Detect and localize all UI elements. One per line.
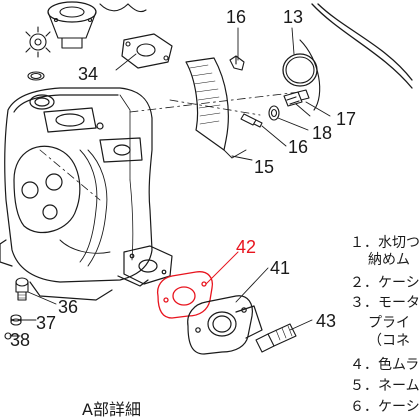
impeller <box>25 26 51 58</box>
callout-36: 36 <box>58 297 79 317</box>
small-o-ring <box>27 71 45 81</box>
leader-lines <box>9 27 331 337</box>
drain-plug-36 <box>15 277 29 301</box>
note-line: 納めム <box>368 252 410 268</box>
callout-16-top: 16 <box>226 7 247 27</box>
screw-16b <box>240 113 263 128</box>
callout-16-lower: 16 <box>288 137 309 157</box>
flange-41 <box>187 295 263 355</box>
large-ring-gasket <box>299 3 413 111</box>
bracket-16a <box>229 55 245 71</box>
callout-42: 42 <box>236 237 257 257</box>
note-line: ５．ネーム <box>350 378 419 394</box>
callout-13: 13 <box>283 7 304 27</box>
leader-line-42 <box>205 251 239 285</box>
pump-casing <box>0 87 173 301</box>
note-line: ２．ケーシ <box>350 275 419 291</box>
bolt-43 <box>255 323 297 353</box>
detail-a-label: A部詳細 <box>82 400 141 419</box>
callout-43: 43 <box>316 311 337 331</box>
washer-18 <box>268 105 280 121</box>
gasket-34 <box>121 33 173 69</box>
callout-17: 17 <box>336 109 357 129</box>
o-ring-13 <box>282 53 318 87</box>
plug-17 <box>283 89 310 107</box>
note-line: プライ <box>368 315 410 331</box>
callout-15: 15 <box>254 157 275 177</box>
callout-37: 37 <box>36 313 57 333</box>
callout-41: 41 <box>270 258 291 278</box>
note-line: ６．ケーシ <box>350 399 419 415</box>
top-flange-assembly <box>47 1 147 49</box>
cover-plate-15 <box>185 57 247 159</box>
note-line: ４．色ムラ <box>350 357 419 373</box>
gasket-42 <box>156 271 214 319</box>
callout-18: 18 <box>312 123 333 143</box>
washer-37 <box>10 314 22 326</box>
assembly-center-lines <box>39 91 301 201</box>
callout-38: 38 <box>10 330 31 350</box>
note-line: ３．モータ <box>350 295 419 311</box>
callout-34: 34 <box>78 64 99 84</box>
note-line: （コネ <box>368 333 410 349</box>
note-line: １．水切つ <box>350 235 419 251</box>
